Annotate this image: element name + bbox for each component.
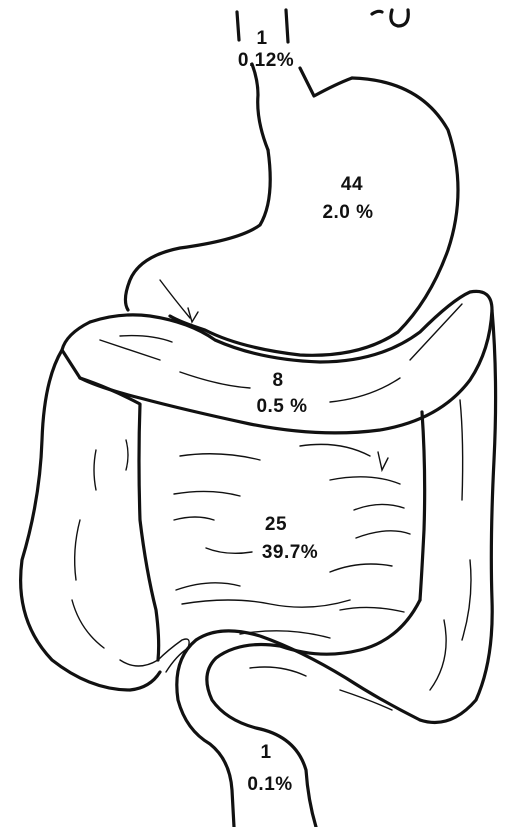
rectum-outline xyxy=(177,600,420,827)
stomach-percent: 2.0 % xyxy=(322,202,373,223)
esophagus-count: 1 xyxy=(256,28,267,49)
small-intestine-percent: 39.7% xyxy=(262,542,318,563)
descending-colon-outline xyxy=(420,310,496,723)
esophagus-outline xyxy=(237,10,352,150)
esophagus-percent: 0.12% xyxy=(238,50,294,71)
rectum-percent: 0.1% xyxy=(247,774,292,795)
stomach-count: 44 xyxy=(341,174,363,195)
stomach-outline xyxy=(125,78,458,355)
cut-off-mark xyxy=(372,10,408,26)
duodenum-count: 8 xyxy=(272,370,283,391)
duodenum-percent: 0.5 % xyxy=(256,396,307,417)
ascending-colon-outline xyxy=(21,350,190,690)
small-intestine-count: 25 xyxy=(265,514,287,535)
rectum-count: 1 xyxy=(260,742,271,763)
